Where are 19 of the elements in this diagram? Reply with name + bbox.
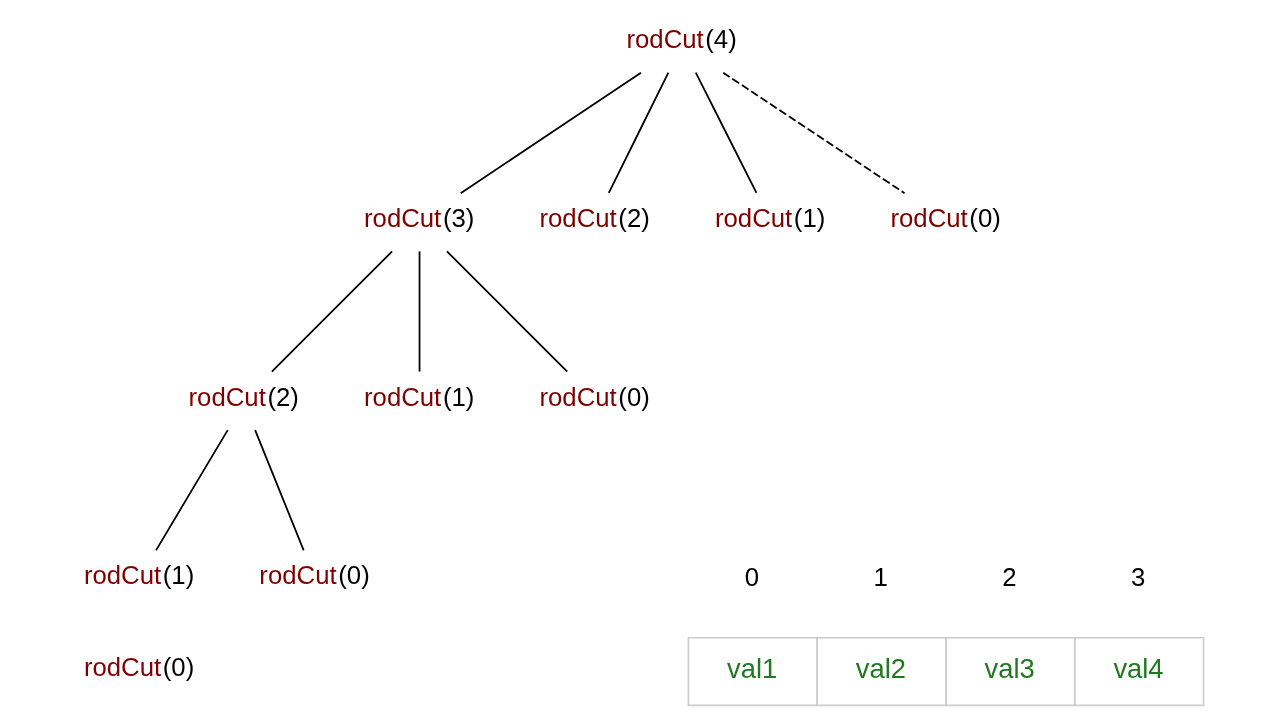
node-text: rodCut(0) [889, 203, 1001, 232]
label: val4 [1112, 653, 1164, 685]
node-text: rodCut(1) [714, 203, 825, 232]
label: 3 [1130, 562, 1145, 591]
node-text: rodCut(0) [538, 382, 650, 411]
node-text: rodCut(3) [363, 203, 474, 232]
label: rodCut(0) [83, 653, 194, 682]
node-text: rodCut(1) [83, 561, 194, 590]
node-text: rodCut(0) [258, 561, 370, 590]
node-text: rodCut(1) [363, 382, 474, 411]
label: val3 [984, 653, 1035, 685]
label: 0 [744, 562, 759, 591]
node-text: rodCut(2) [538, 203, 650, 232]
node-text: rodCut(2) [188, 382, 299, 411]
label: val1 [726, 653, 777, 685]
label: val2 [855, 653, 906, 685]
label: 2 [1001, 562, 1017, 591]
label: 1 [873, 562, 888, 591]
node-text: rodCut(4) [625, 25, 737, 54]
